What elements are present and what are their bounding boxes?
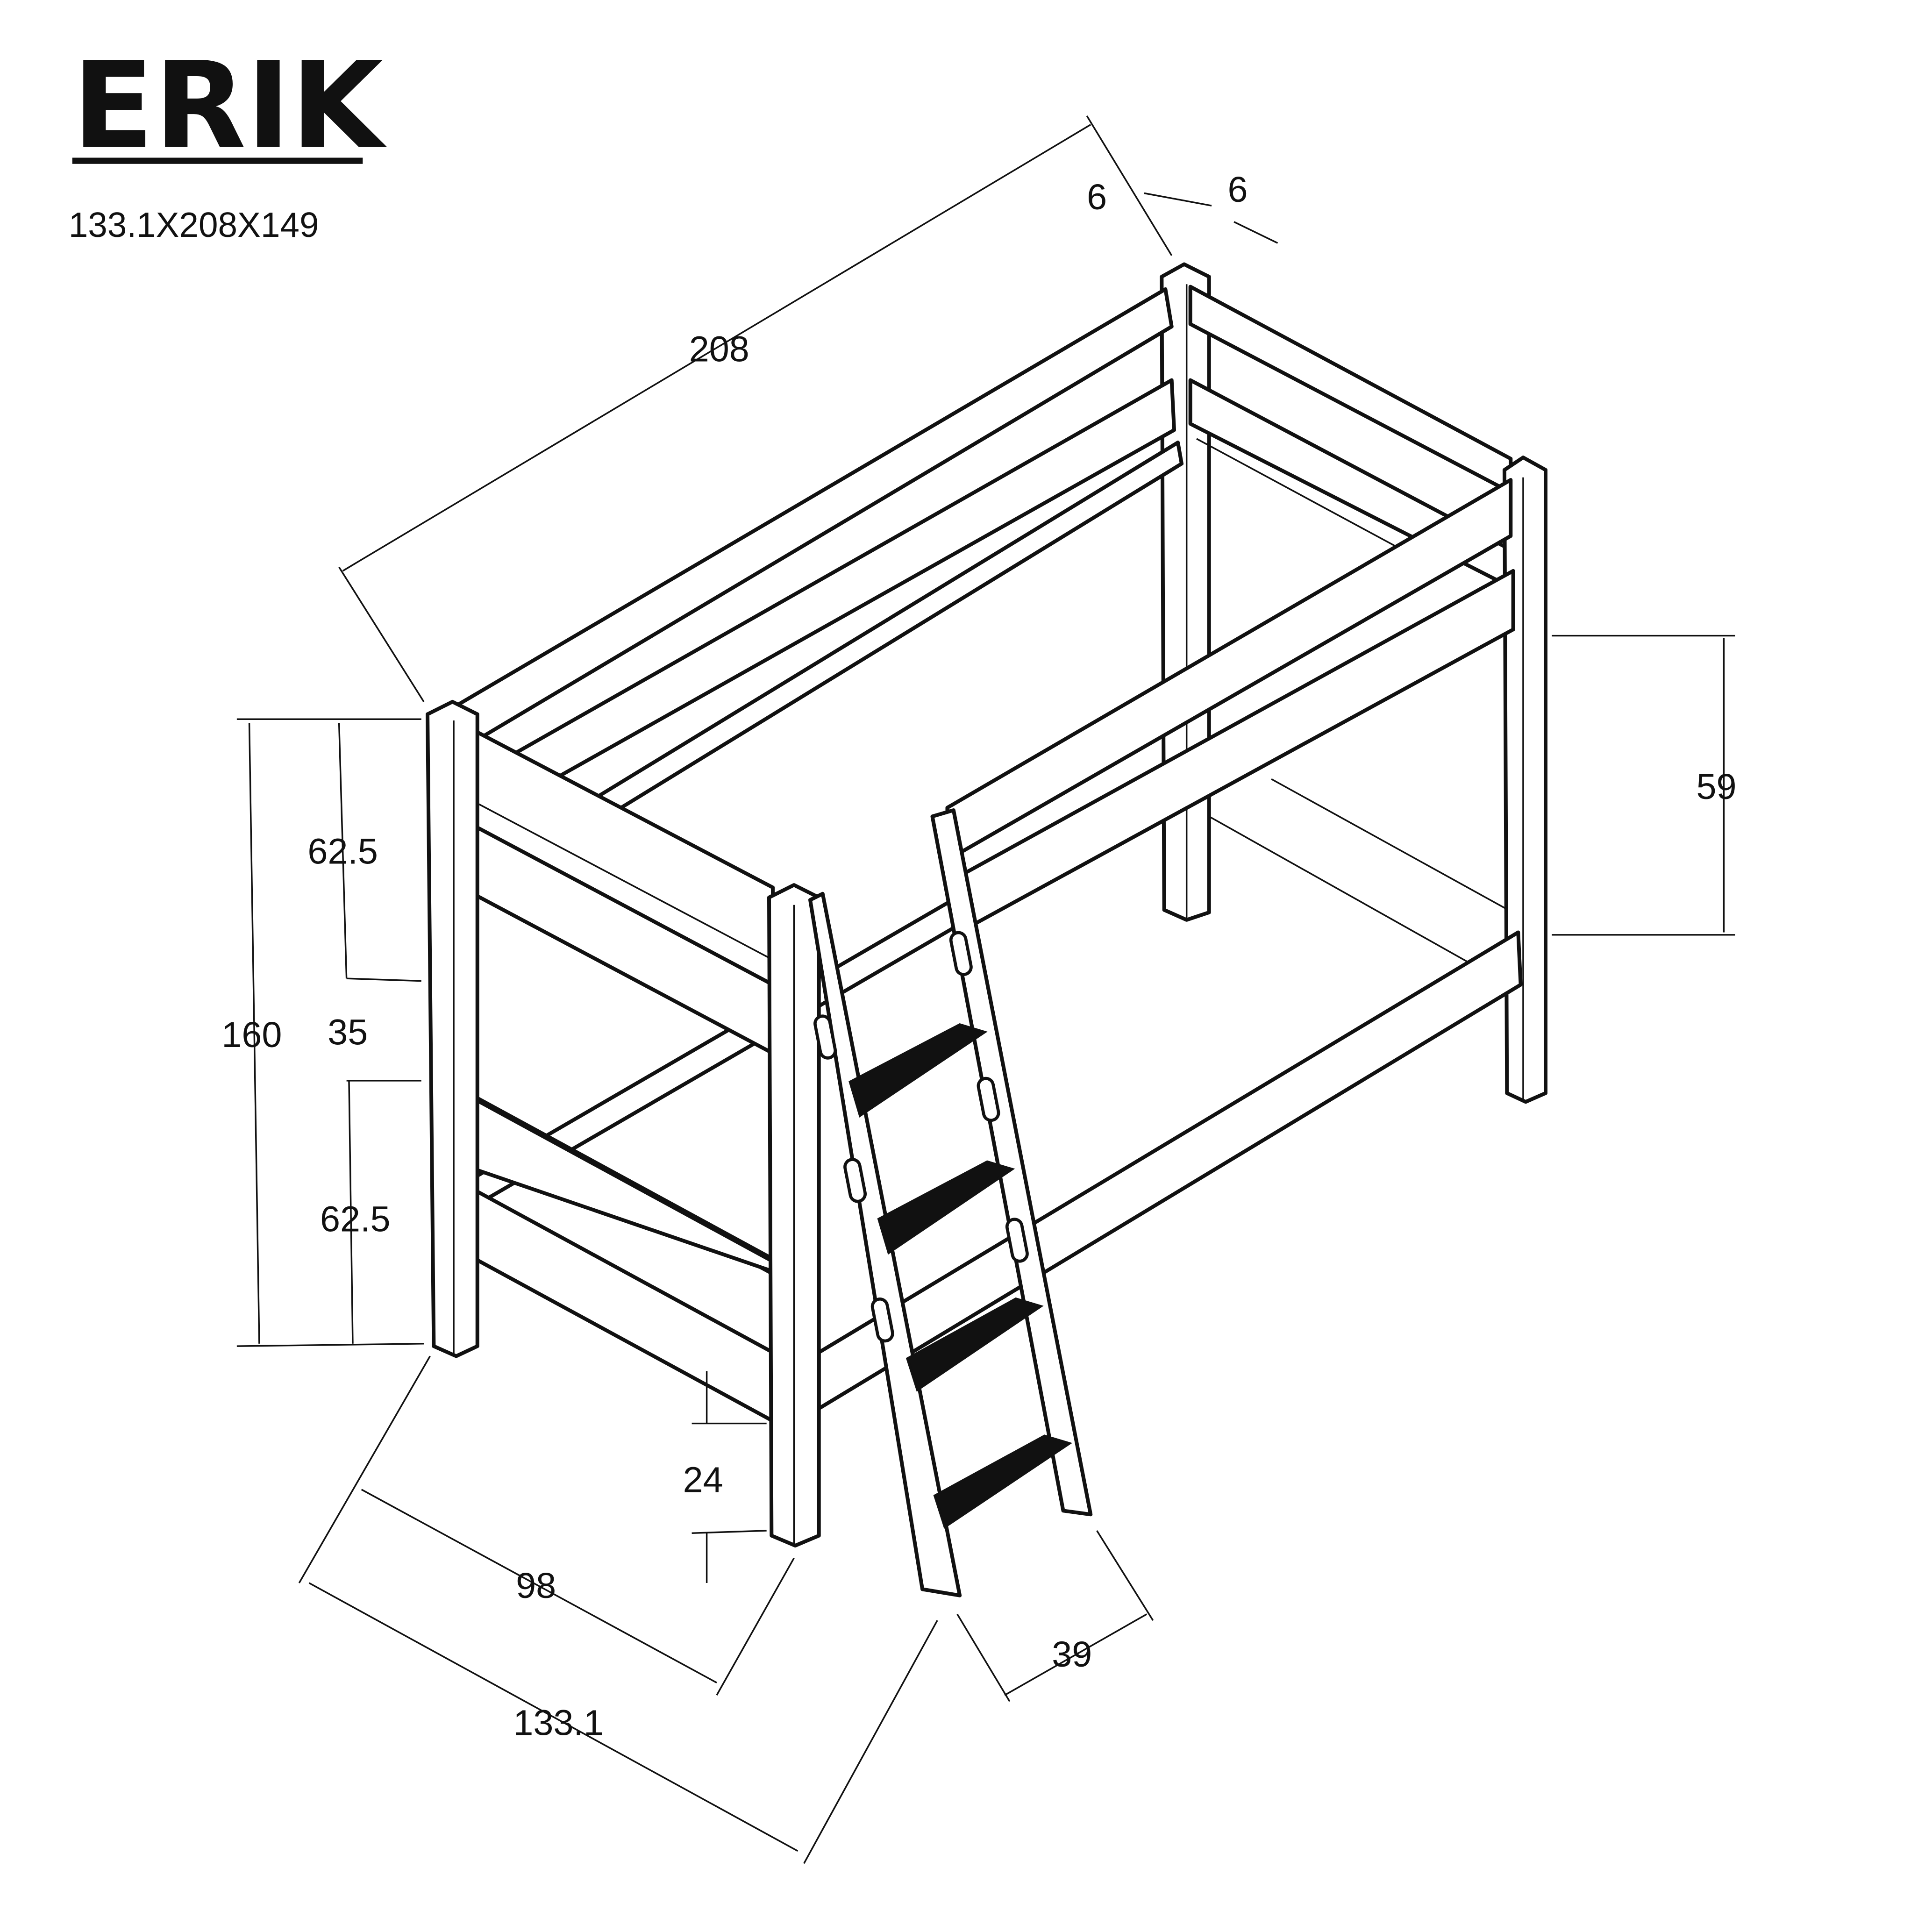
dim-guard-rail: 59: [1696, 767, 1736, 807]
ladder-step: [848, 1023, 988, 1118]
dim-post-a: 6: [1087, 177, 1107, 217]
ladder-step: [877, 1160, 1015, 1255]
dim-gap: 35: [328, 1012, 368, 1053]
dimension-labels: 208 6 6 62.5 160 35 62.5 24 98 133.1 39 …: [221, 170, 1736, 1743]
bed-frame: [426, 262, 1548, 1597]
front-lower-rail: [817, 930, 1523, 1411]
dim-ladder-depth: 39: [1052, 1634, 1092, 1675]
dim-floor-clearance: 24: [683, 1460, 723, 1500]
product-title: ERIK: [72, 36, 388, 176]
product-dimensions: 133.1X208X149: [69, 205, 319, 244]
dim-lower-bunk: 62.5: [320, 1199, 391, 1240]
dim-length: 208: [689, 329, 749, 370]
back-left-post: [1160, 262, 1211, 922]
dimension-lines: [236, 115, 1735, 1864]
dim-post-b: 6: [1228, 170, 1248, 210]
ladder-step: [905, 1297, 1044, 1392]
dim-total-width: 133.1: [513, 1703, 604, 1743]
ladder-left-rail: [808, 891, 962, 1597]
dim-upper-bunk: 62.5: [307, 832, 378, 872]
back-right-post: [1502, 456, 1548, 1104]
ladder-step: [933, 1434, 1073, 1529]
ladder: [808, 808, 1093, 1597]
dim-total-height: 160: [221, 1015, 282, 1055]
front-left-post: [426, 699, 479, 1358]
dim-inner-width: 98: [516, 1566, 556, 1606]
ladder-right-rail: [930, 808, 1093, 1517]
